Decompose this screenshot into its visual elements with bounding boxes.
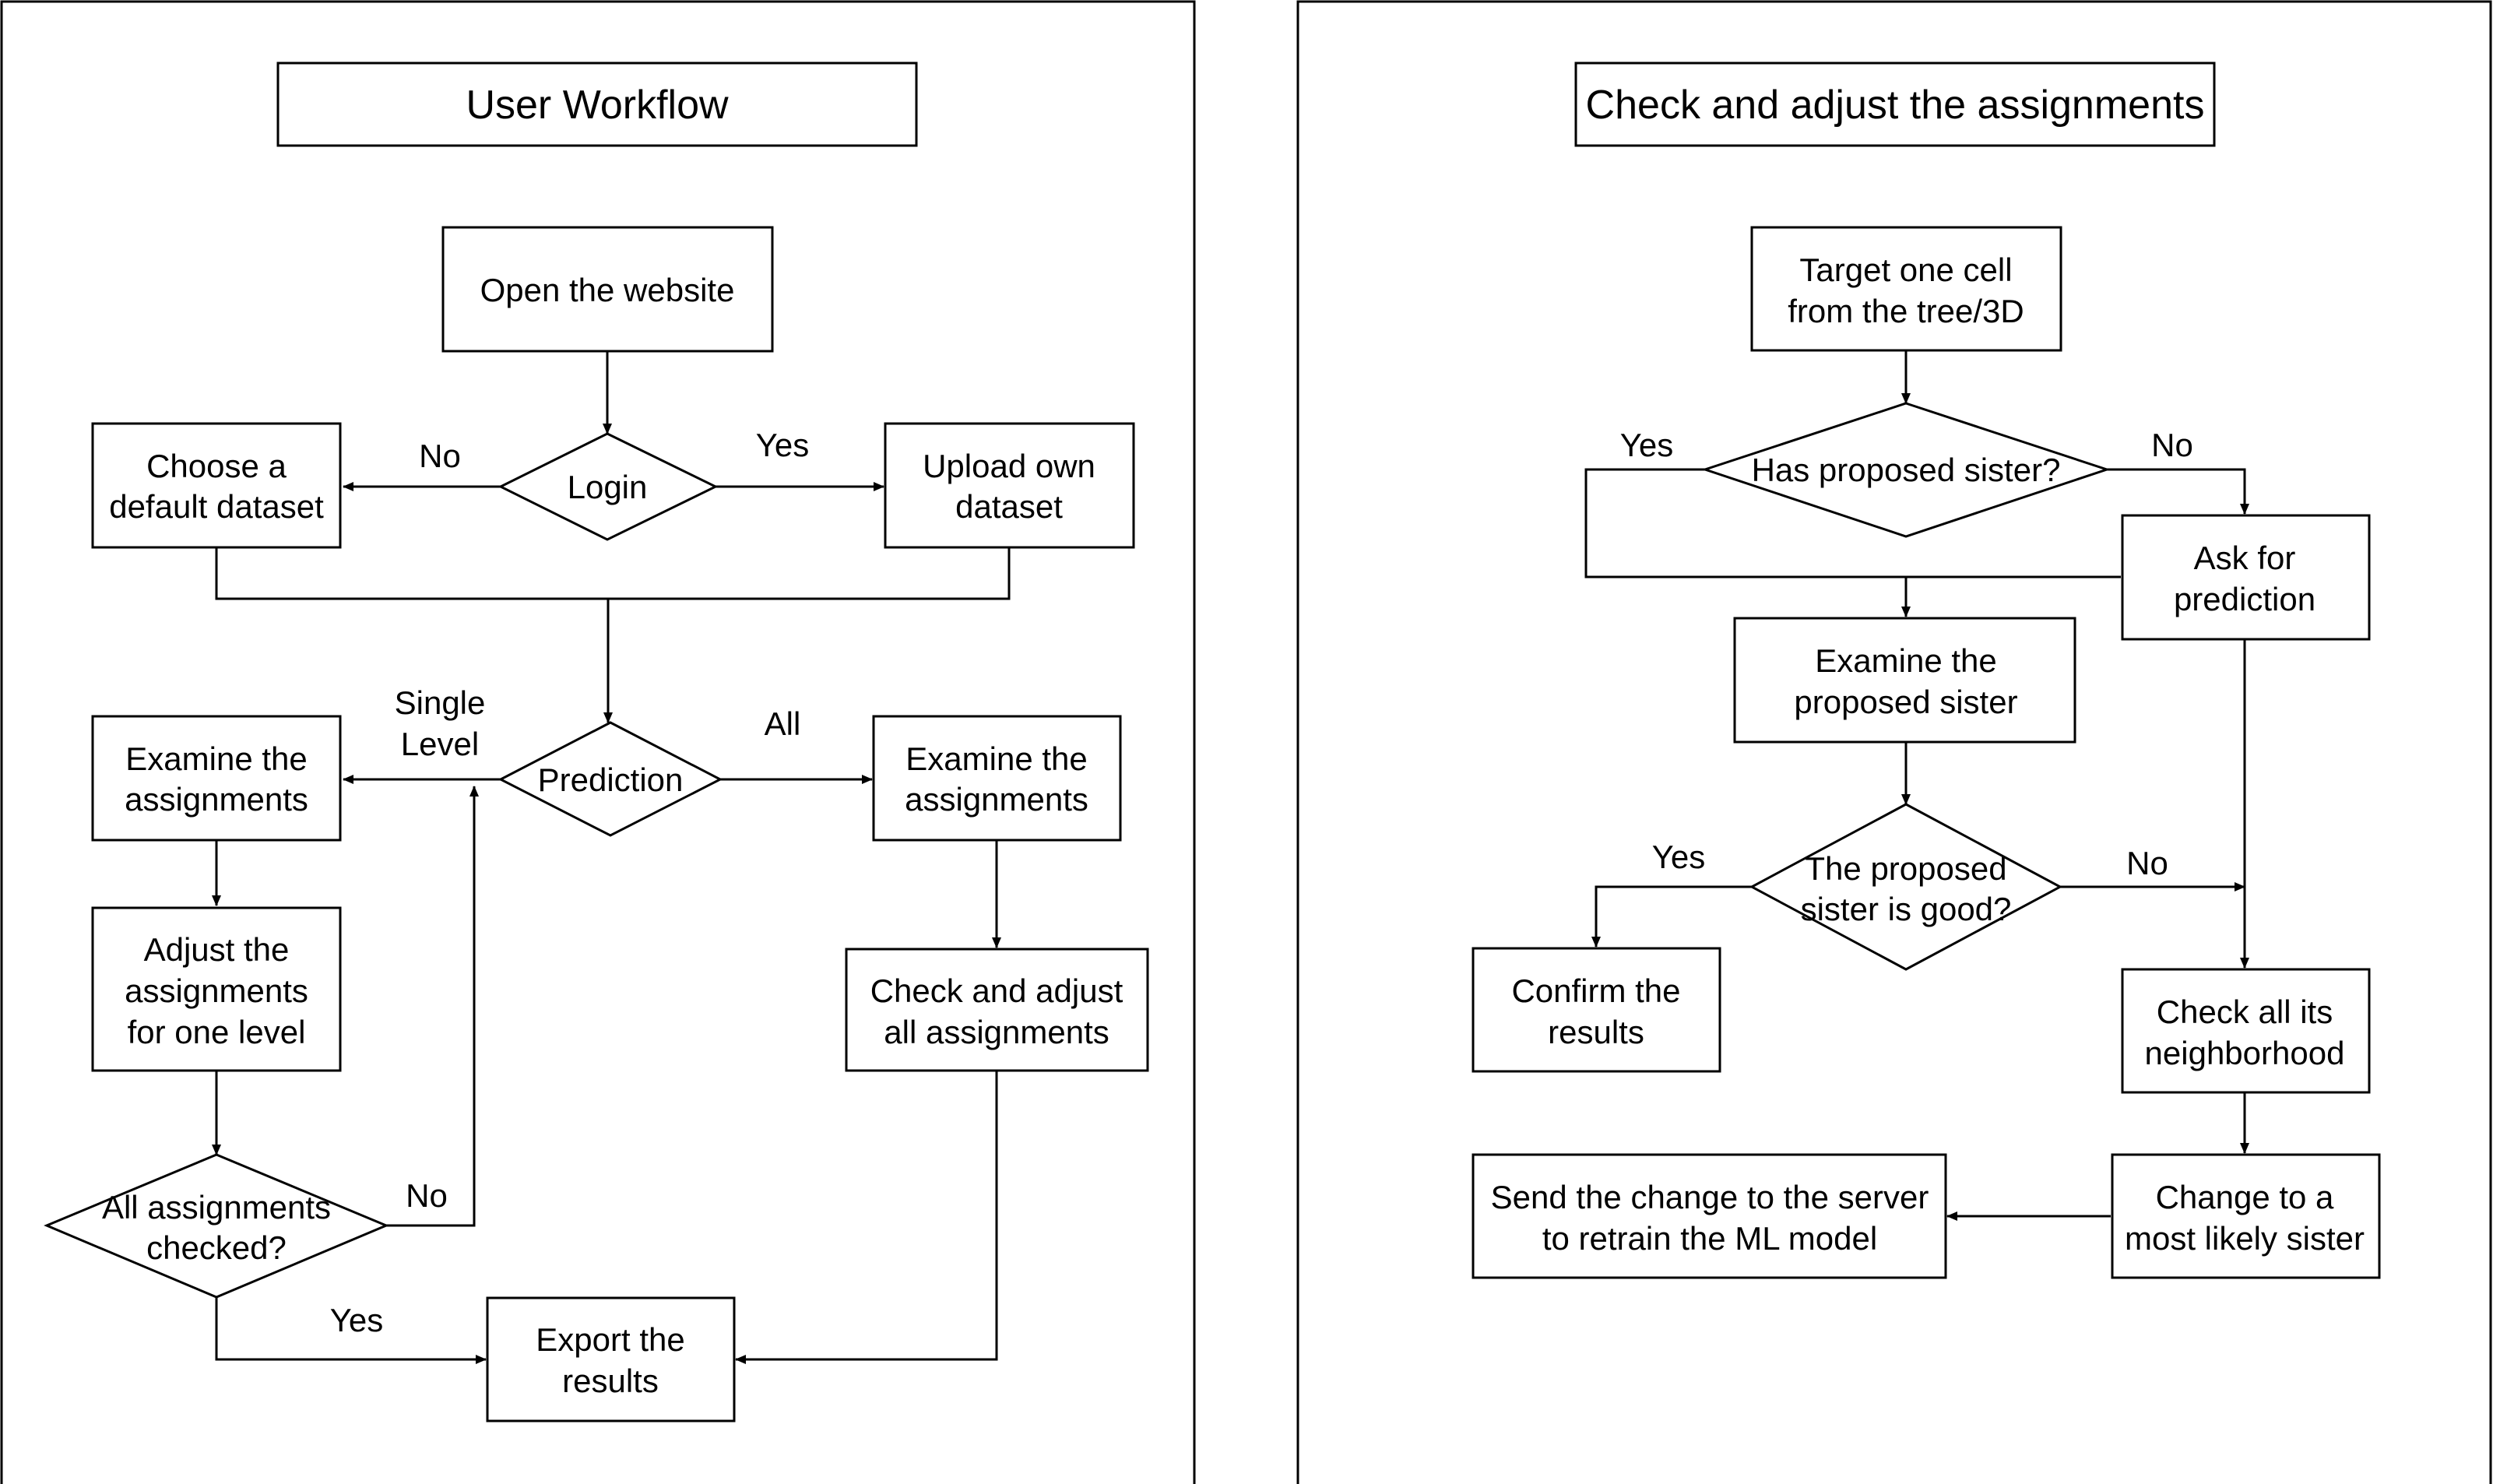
node-ask-prediction-line1: Ask for [2194,540,2296,576]
node-adjust-one-level-line3: for one level [128,1014,306,1050]
decision-has-sister: Has proposed sister? [1701,402,2111,538]
node-confirm: Confirm the results [1472,947,1721,1073]
edge-good-yes [1591,885,1752,948]
edge-merge-datasets [215,547,1011,600]
node-check-adjust-all-line2: all assignments [884,1014,1109,1050]
node-examine-sister-line2: proposed sister [1794,684,2017,720]
node-change-sister: Change to a most likely sister [2111,1153,2381,1279]
node-examine-left: Examine the assignments [91,715,342,842]
label-single-level-line2: Level [401,726,479,762]
node-adjust-one-level: Adjust the assignments for one level [91,906,342,1072]
node-send-change-line2: to retrain the ML model [1542,1220,1877,1257]
node-change-sister-line2: most likely sister [2125,1220,2365,1257]
node-examine-right-line2: assignments [905,781,1088,818]
label-login-no: No [419,438,461,474]
node-adjust-one-level-line2: assignments [125,972,308,1009]
node-ask-prediction: Ask for prediction [2121,514,2371,641]
node-choose-default: Choose a default dataset [91,422,342,549]
decision-login: Login [498,432,719,541]
left-panel: User Workflow Open the website Login [0,0,1196,1484]
node-confirm-line2: results [1548,1014,1644,1050]
label-checked-yes: Yes [330,1302,384,1338]
node-examine-left-line2: assignments [125,781,308,818]
node-ask-prediction-line2: prediction [2174,581,2315,617]
decision-has-sister-label: Has proposed sister? [1752,452,2061,488]
edge-has-yes [1584,468,2121,578]
right-panel-frame [1296,0,2492,1484]
node-confirm-line1: Confirm the [1511,972,1680,1009]
node-check-neighborhood-line2: neighborhood [2145,1035,2345,1071]
node-check-adjust-all-line1: Check and adjust [870,972,1123,1009]
node-choose-default-line1: Choose a [146,448,287,484]
node-upload-own-line1: Upload own [923,448,1095,484]
node-upload-own-line2: dataset [955,488,1063,525]
label-login-yes: Yes [756,427,810,463]
label-good-yes: Yes [1652,839,1706,875]
node-export-line1: Export the [536,1321,684,1358]
label-all: All [765,705,801,742]
left-panel-frame [0,0,1196,1484]
decision-all-checked: All assignments checked? [44,1153,389,1299]
node-export-line2: results [562,1363,659,1399]
right-panel: Check and adjust the assignments Target … [1296,0,2492,1484]
right-title: Check and adjust the assignments [1586,83,2205,128]
node-target-cell: Target one cell from the tree/3D [1750,226,2062,352]
node-check-neighborhood-line1: Check all its [2157,993,2333,1030]
label-has-yes: Yes [1620,427,1674,463]
node-open-website: Open the website [441,226,774,353]
edge-checked-yes [215,1297,487,1364]
decision-sister-good-line2: sister is good? [1801,891,2012,927]
node-change-sister-line1: Change to a [2156,1179,2334,1215]
edge-has-no [2107,468,2249,515]
node-examine-right: Examine the assignments [872,715,1122,842]
node-choose-default-line2: default dataset [109,488,324,525]
node-target-cell-line1: Target one cell [1799,251,2012,288]
node-adjust-one-level-line1: Adjust the [144,931,290,968]
node-send-change-line1: Send the change to the server [1491,1179,1929,1215]
node-send-change: Send the change to the server to retrain… [1472,1153,1947,1279]
label-single-level-line1: Single [395,684,486,721]
decision-sister-good: The proposed sister is good? [1749,803,2063,971]
node-examine-right-line1: Examine the [905,740,1087,777]
node-target-cell-line2: from the tree/3D [1788,293,2024,329]
node-check-adjust-all: Check and adjust all assignments [845,948,1149,1072]
node-upload-own: Upload own dataset [884,422,1135,549]
right-connectors [1584,350,2249,1221]
edge-checkall-to-export [735,1071,998,1364]
decision-prediction-label: Prediction [538,761,684,798]
right-title-box [1574,62,2216,147]
left-connectors [212,351,1011,1364]
node-examine-sister-line1: Examine the [1815,642,1996,679]
node-open-website-label: Open the website [480,272,735,308]
label-checked-no: No [406,1177,448,1214]
label-has-no: No [2151,427,2193,463]
node-export: Export the results [486,1296,736,1422]
left-title: User Workflow [466,83,729,128]
decision-all-checked-line1: All assignments [102,1189,331,1226]
decision-all-checked-line2: checked? [146,1229,287,1266]
decision-login-label: Login [568,469,648,505]
node-check-neighborhood: Check all its neighborhood [2121,968,2371,1094]
node-examine-sister: Examine the proposed sister [1733,617,2076,744]
left-title-box [276,62,918,147]
decision-prediction: Prediction [498,721,723,837]
node-examine-left-line1: Examine the [125,740,307,777]
edge-checked-no [386,786,479,1227]
decision-sister-good-line1: The proposed [1805,850,2006,887]
label-good-no: No [2126,845,2168,881]
